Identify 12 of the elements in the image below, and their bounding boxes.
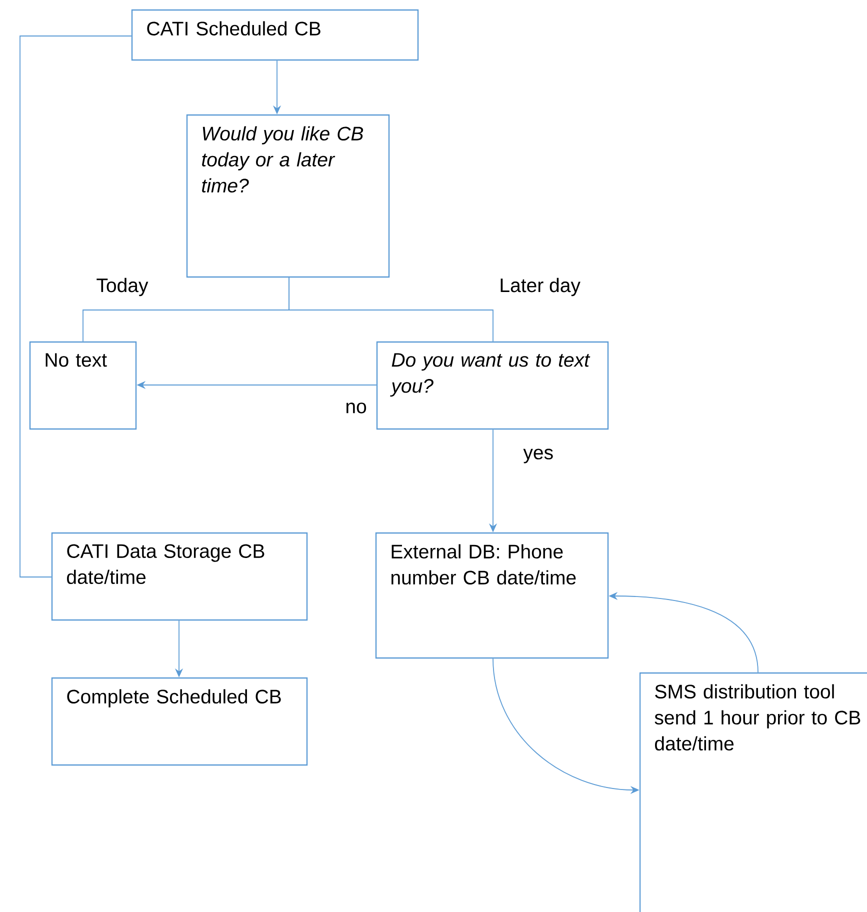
process-box: CATI Scheduled CB	[131, 9, 419, 61]
process-box: Do you want us to text you?	[376, 341, 609, 430]
edge-label: no	[344, 402, 368, 414]
process-box: No text	[29, 341, 137, 430]
process-box: External DB: Phone number CB date/time	[375, 532, 609, 659]
edge-label: yes	[522, 448, 555, 464]
process-box: Would you like CB today or a later time?	[186, 114, 390, 278]
process-box: Complete Scheduled CB	[51, 677, 308, 766]
edge-label: Later day	[498, 276, 582, 298]
edge-label: Today	[95, 276, 150, 298]
process-box: CATI Data Storage CB date/time	[51, 532, 308, 621]
process-box: SMS distribution tool send 1 hour prior to CB date/time	[639, 672, 867, 912]
